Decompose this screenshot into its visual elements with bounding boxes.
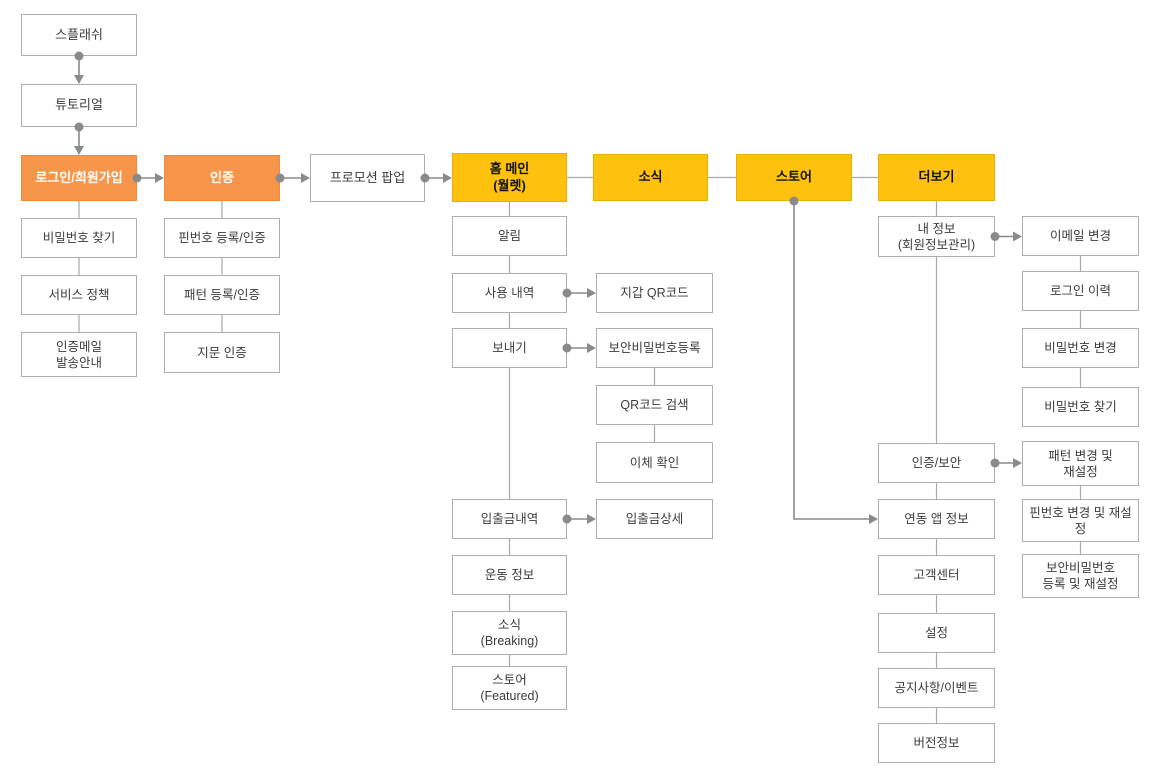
node-auth-mail-guide: 인증메일 발송안내 bbox=[21, 332, 137, 377]
node-find-password: 비밀번호 찾기 bbox=[21, 218, 137, 258]
node-fingerprint-auth: 지문 인증 bbox=[164, 332, 280, 373]
node-customer-center: 고객센터 bbox=[878, 555, 995, 595]
node-wallet-qr-code: 지갑 QR코드 bbox=[596, 273, 713, 313]
node-usage-history: 사용 내역 bbox=[452, 273, 567, 313]
node-store-featured: 스토어 (Featured) bbox=[452, 666, 567, 710]
node-pattern-reset: 패턴 변경 및 재설정 bbox=[1022, 441, 1139, 486]
node-password-find: 비밀번호 찾기 bbox=[1022, 387, 1139, 427]
node-auth-security: 인증/보안 bbox=[878, 443, 995, 483]
node-store: 스토어 bbox=[736, 154, 852, 201]
node-email-change: 이메일 변경 bbox=[1022, 216, 1139, 256]
node-more: 더보기 bbox=[878, 154, 995, 201]
node-settings: 설정 bbox=[878, 613, 995, 653]
node-pin-register-auth: 핀번호 등록/인증 bbox=[164, 218, 280, 258]
node-login-history: 로그인 이력 bbox=[1022, 271, 1139, 311]
node-deposit-withdraw-history: 입출금내역 bbox=[452, 499, 567, 539]
node-alarm: 알림 bbox=[452, 216, 567, 256]
node-home-main-wallet: 홈 메인 (월렛) bbox=[452, 153, 567, 202]
node-service-policy: 서비스 정책 bbox=[21, 275, 137, 315]
node-news-breaking: 소식 (Breaking) bbox=[452, 611, 567, 655]
node-send: 보내기 bbox=[452, 328, 567, 368]
node-tutorial: 튜토리얼 bbox=[21, 84, 137, 127]
node-transfer-confirm: 이체 확인 bbox=[596, 442, 713, 483]
node-security-password-reset: 보안비밀번호 등록 및 재설정 bbox=[1022, 554, 1139, 598]
node-workout-info: 운동 정보 bbox=[452, 555, 567, 595]
node-deposit-withdraw-detail: 입출금상세 bbox=[596, 499, 713, 539]
node-pin-reset: 핀번호 변경 및 재설 정 bbox=[1022, 499, 1139, 542]
node-my-info: 내 정보 (회원정보관리) bbox=[878, 216, 995, 257]
node-splash: 스플래쉬 bbox=[21, 14, 137, 56]
node-promotion-popup: 프로모션 팝업 bbox=[310, 154, 425, 202]
node-security-password-register: 보안비밀번호등록 bbox=[596, 328, 713, 368]
node-pattern-register-auth: 패턴 등록/인증 bbox=[164, 275, 280, 315]
node-linked-app-info: 연동 앱 정보 bbox=[878, 499, 995, 539]
node-qr-code-search: QR코드 검색 bbox=[596, 385, 713, 425]
node-version-info: 버전정보 bbox=[878, 723, 995, 763]
node-password-change: 비밀번호 변경 bbox=[1022, 328, 1139, 368]
node-auth: 인증 bbox=[164, 155, 280, 201]
node-notice-event: 공지사항/이벤트 bbox=[878, 668, 995, 708]
node-login-signup: 로그인/회원가입 bbox=[21, 155, 137, 201]
node-news: 소식 bbox=[593, 154, 708, 201]
